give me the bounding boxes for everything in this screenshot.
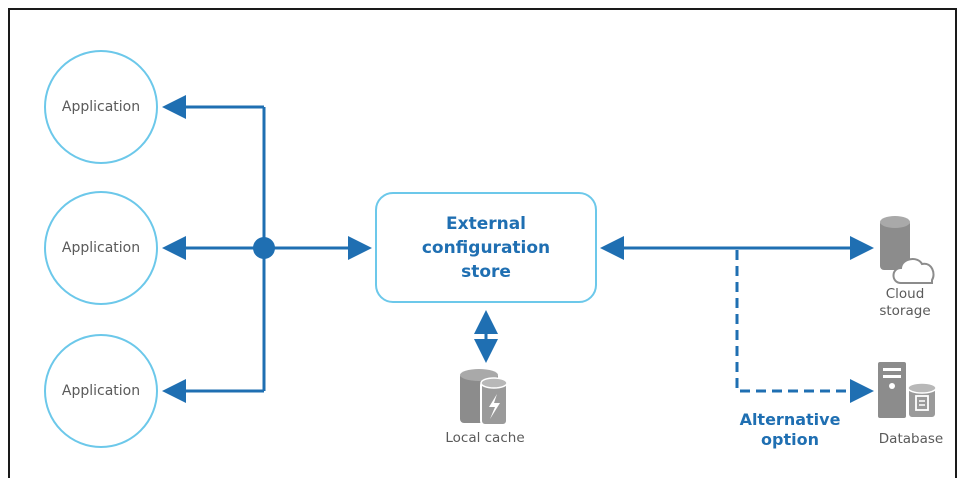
database-icon (878, 362, 937, 419)
diagram-frame (8, 8, 957, 478)
local-cache-label: Local cache (445, 430, 525, 446)
store-title-line-1: External (445, 213, 527, 234)
hub-node (253, 237, 275, 259)
database-label: Database (878, 431, 944, 447)
cloud-storage-icon (880, 216, 935, 284)
local-cache-icon (460, 369, 508, 426)
store-title-line-2: configuration (421, 237, 551, 258)
application-node-2: Application (44, 191, 158, 305)
cloud-storage-label: Cloud storage (870, 286, 940, 320)
application-node-3: Application (44, 334, 158, 448)
application-label: Application (61, 99, 141, 115)
external-configuration-store: External configuration store (375, 192, 597, 303)
application-label: Application (61, 383, 141, 399)
application-label: Application (61, 240, 141, 256)
alternative-line-1: Alternative (739, 410, 841, 429)
application-node-1: Application (44, 50, 158, 164)
alternative-option-label: Alternative option (730, 410, 850, 450)
alternative-line-2: option (761, 430, 819, 449)
alternative-dashed-path (735, 250, 874, 403)
cloud-storage-line-2: storage (879, 303, 931, 319)
store-title-line-3: store (461, 261, 511, 282)
cloud-storage-line-1: Cloud (885, 286, 925, 302)
